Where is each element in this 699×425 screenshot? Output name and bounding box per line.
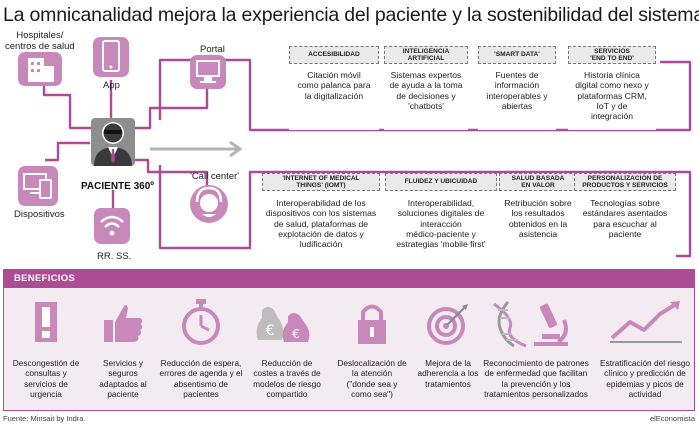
benefit-text: Estratificación del riesgo clínico y pre… [600,358,690,400]
stopwatch-icon [182,299,220,345]
source-note: Fuente: Minsait by Indra. [3,414,86,423]
benefit-text: Reducción de espera, errores de agenda y… [159,358,243,400]
benefit-item: Mejora de la adherencia a los tratamient… [410,292,486,410]
benefit-text: Mejora de la adherencia a los tratamient… [417,358,479,389]
card-accesibilidad: ACCESIBILIDAD Citación móvil como palanc… [289,46,379,130]
node-hospitales-label: Hospitales/ centros de salud [5,30,75,52]
card-header: 'INTERNET OF MEDICAL THINGS' (IOMT) [262,173,380,191]
thumbs-up-icon [104,305,143,342]
wifi-icon [94,208,130,244]
card-header: 'SMART DATA' [478,46,556,64]
benefit-text: Deslocalización de la atención ("donde s… [337,358,407,400]
money-bags-icon: € € [256,307,310,342]
benefits-title: BENEFICIOS [14,273,76,284]
card-header: SERVICIOS 'END TO END' [568,46,656,64]
benefits-header: BENEFICIOS [4,270,694,288]
card-body: Interoperabilidad de los dispositivos co… [265,198,377,250]
benefit-item: € € Reducción de costes a través de mode… [244,292,330,410]
benefit-item: Reconocimiento de patrones de enfermedad… [474,292,598,410]
card-inteligencia-artificial: INTELIGENCIA ARTIFICIAL Sistemas experto… [384,46,468,130]
benefit-item: Deslocalización de la atención ("donde s… [330,292,414,410]
brand-credit: elEconomista [649,414,695,423]
node-portal-label: Portal [200,44,225,55]
card-body: Retribución sobre los resultados obtenid… [504,198,572,239]
card-body: Tecnologías sobre estándares asentados p… [582,198,668,239]
target-icon [427,304,468,345]
benefit-text: Servicios y seguros adaptados al pacient… [99,358,147,400]
card-personalizacion: PERSONALIZACIÓN DE PRODUCTOS Y SERVICIOS… [574,173,676,261]
patient-avatar-icon [91,118,135,166]
smartphone-icon [93,37,129,77]
card-body: Interoperabilidad, soluciones digitales … [396,198,486,250]
patient-360-label: PACIENTE 360º [81,181,154,192]
node-app-label: App [103,80,120,91]
card-salud-basada-valor: SALUD BASADA EN VALOR Retribución sobre … [499,173,577,261]
devices-icon [18,166,58,206]
card-header: ACCESIBILIDAD [289,46,379,64]
card-header: INTELIGENCIA ARTIFICIAL [384,46,468,64]
exclamation-sign-icon [35,302,57,342]
dna-microscope-icon [493,301,568,348]
hub-connectors [42,58,692,258]
benefit-item: Descongestión de consultas y servicios d… [6,292,86,410]
hospital-icon [18,52,62,86]
card-header: FLUIDEZ Y UBICUIDAD [385,173,497,191]
monitor-icon [190,55,226,89]
benefit-item: Servicios y seguros adaptados al pacient… [88,292,158,410]
rising-chart-icon [610,301,682,343]
benefits-panel: BENEFICIOS Descongestión de consultas y … [3,269,695,411]
card-header: SALUD BASADA EN VALOR [499,173,577,191]
benefit-item: Reducción de espera, errores de agenda y… [158,292,244,410]
padlock-icon [358,304,386,344]
node-dispositivos-label: Dispositivos [14,209,65,220]
benefit-item: Estratificación del riesgo clínico y pre… [598,292,692,410]
card-body: Sistemas expertos de ayuda a la toma de … [389,70,463,111]
card-body: Historia clínica digital como nexo y pla… [575,70,649,122]
card-servicios-end-to-end: SERVICIOS 'END TO END' Historia clínica … [568,46,656,130]
benefit-text: Reducción de costes a través de modelos … [253,358,321,400]
arrow-right-icon [150,140,243,158]
card-smart-data: 'SMART DATA' Fuentes de información inte… [478,46,556,130]
card-header: PERSONALIZACIÓN DE PRODUCTOS Y SERVICIOS [574,173,676,191]
benefit-text: Reconocimiento de patrones de enfermedad… [483,358,589,400]
card-body: Fuentes de información interoperables y … [486,70,548,111]
page-title: La omnicanalidad mejora la experiencia d… [3,4,699,26]
headset-icon [190,185,228,223]
card-body: Citación móvil como palanca para la digi… [297,70,371,101]
card-fluidez-ubicuidad: FLUIDEZ Y UBICUIDAD Interoperabilidad, s… [385,173,497,261]
card-iomt: 'INTERNET OF MEDICAL THINGS' (IOMT) Inte… [262,173,380,261]
svg-text:€: € [266,323,275,339]
node-rrss-label: RR. SS. [97,251,132,262]
benefit-text: Descongestión de consultas y servicios d… [12,358,80,400]
node-call-center-label: 'Call center' [190,171,240,182]
svg-text:€: € [292,327,300,341]
